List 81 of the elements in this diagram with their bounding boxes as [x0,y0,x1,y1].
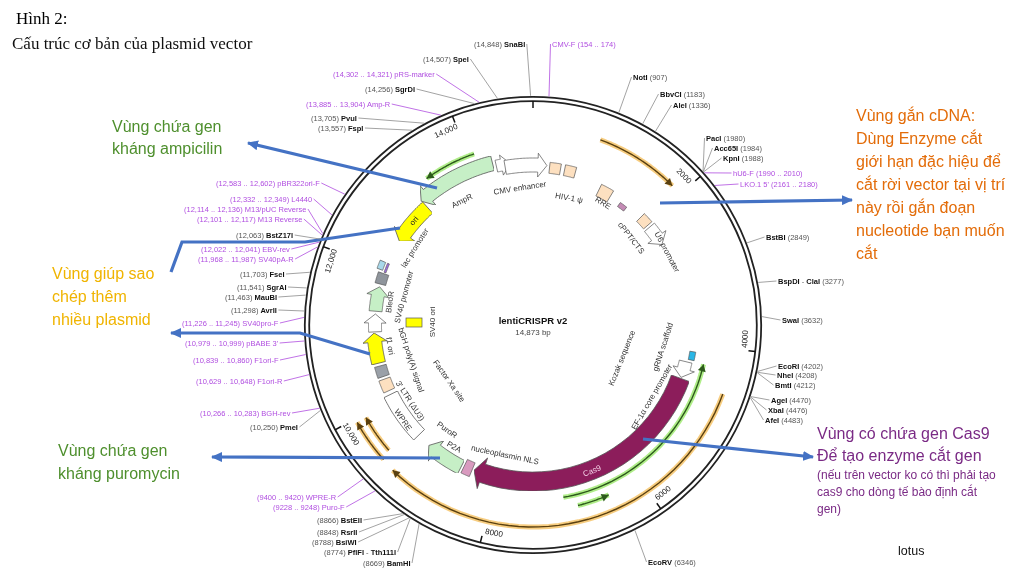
leader-line [618,76,632,113]
scale-label: 8000 [484,527,504,540]
origin-arrow [363,333,396,366]
leader-line [757,280,777,283]
leader-line [290,241,320,250]
leader-line [345,490,376,508]
callout-arrow [170,328,371,356]
leader-line [313,198,333,216]
plasmid-name: lentiCRISPR v2 [498,314,568,326]
leader-line [283,374,310,382]
leader-line [303,218,323,236]
signature-text: lotus [898,544,925,558]
leader-line [714,183,739,186]
leader-line [279,340,305,344]
feature-label: BleoR [384,290,396,314]
leader-line [391,103,442,116]
annotation-heading: Vùng gắn cDNA: [856,105,977,126]
annotation-text: Vùng chứa gen kháng ampicilin [112,117,224,159]
figure-subtitle: Cấu trúc cơ bản của plasmid vector [12,34,253,54]
annotation-text: Vùng chứa gen kháng puromycin [58,441,181,484]
leader-line [291,407,320,414]
leader-line [703,157,722,173]
leader-line [279,317,305,324]
annotation-text: Vùng giúp sao chép thêm nhiều plasmid [52,264,156,330]
leader-line [634,529,647,563]
leader-line [363,513,404,521]
leader-line [299,410,321,428]
leader-line [548,43,551,97]
scale-label: 12,000 [322,248,339,275]
leader-line [287,286,308,289]
leader-line [285,271,311,275]
leader-line [750,396,767,411]
scale-label: 4000 [739,329,750,349]
leader-line [704,172,732,174]
leader-line [746,236,765,244]
leader-line [358,117,425,124]
leader-line [294,246,318,260]
leader-line [278,309,305,312]
feature-label: P2A [445,439,463,455]
leader-line [750,396,770,401]
leader-line [320,182,346,195]
callout-arrow [211,452,440,463]
gene-arrow [420,155,495,211]
feature-label: ori [407,214,421,228]
leader-line [294,234,321,240]
feature-label: Cas9 [581,463,603,479]
leader-line [397,518,411,553]
leader-line [357,517,410,543]
callout-arrow [642,437,814,461]
leader-line [364,127,413,131]
leader-line [702,137,705,172]
leader-line [642,93,659,125]
feature-label: CMV enhancer [492,179,548,197]
leader-line [749,397,764,421]
feature-label: SV40 ori [427,306,437,338]
leader-line [307,208,324,234]
leader-line [278,294,307,298]
plasmid-size: 14,873 bp [515,327,551,337]
annotation-text: Vùng có chứa gen Cas9 Để tạo enzyme cắt gen [817,424,991,466]
annotation-text: Dùng Enzyme cắt giới hạn đặc hiệu để cắt rời vector tại vị trí này rồi gắn đoạn nucleotide bạn muốn cắt [856,128,1007,264]
annotation-note: (nếu trên vector ko có thì phải tạo cas9 cho dòng tế bào định cắt gen) [817,467,997,518]
leader-line [761,316,781,321]
leader-line [756,372,774,386]
figure-title: Hình 2: [16,9,68,29]
feature-label: f1 ori [384,336,396,356]
leader-line [655,104,672,132]
leader-line [526,43,531,97]
leader-line [337,478,364,498]
leader-line [756,371,776,376]
leader-line [358,514,405,533]
feature-label: HIV-1 ψ [554,191,584,205]
leader-line [279,354,307,361]
leader-line [702,147,713,173]
leader-line [757,365,777,372]
leader-line [416,88,475,104]
callout-arrow [247,140,438,190]
leader-line [435,73,480,103]
leader-line [411,523,420,564]
callout-arrow [659,195,853,206]
gene-feature [427,419,465,474]
leader-line [470,58,498,99]
